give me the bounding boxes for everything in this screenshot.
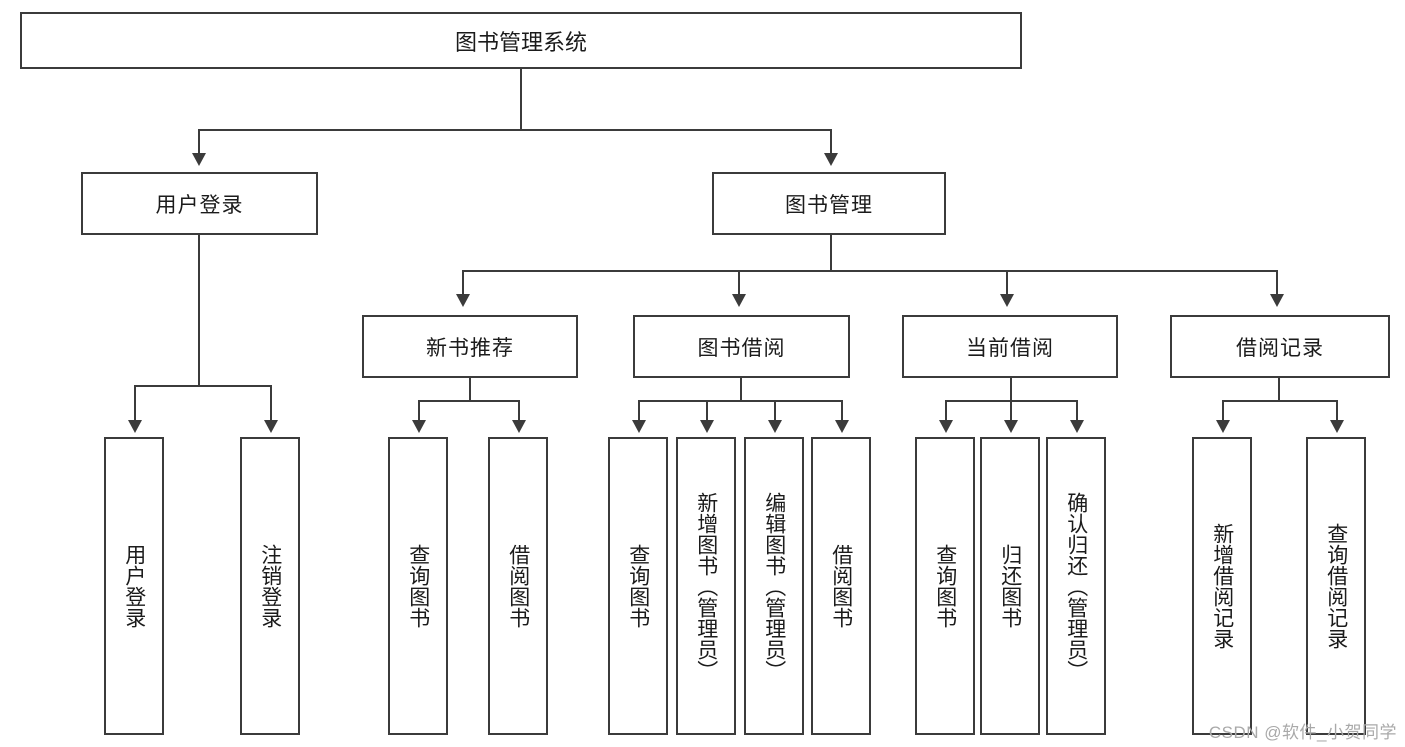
leaf-add-book-admin[interactable]: 新增图书（管理员） bbox=[676, 437, 736, 735]
connector-book-borrow-stem bbox=[740, 378, 742, 402]
node-borrow-record[interactable]: 借阅记录 bbox=[1170, 315, 1390, 378]
leaf-borrow-book-recommend[interactable]: 借阅图书 bbox=[488, 437, 548, 735]
connector-root-bus bbox=[198, 129, 832, 131]
connector-to-new-book-recommend bbox=[462, 270, 464, 296]
node-label: 借阅图书 bbox=[829, 544, 853, 628]
connector-current-borrow-leaf-2 bbox=[1010, 400, 1012, 422]
node-label: 借阅图书 bbox=[506, 544, 530, 628]
leaf-return-book[interactable]: 归还图书 bbox=[980, 437, 1040, 735]
connector-book-borrow-leaf-2 bbox=[706, 400, 708, 422]
node-label: 图书管理系统 bbox=[454, 29, 587, 55]
arrow-to-current-borrow bbox=[1000, 294, 1014, 307]
arrow-book-borrow-leaf-1 bbox=[632, 420, 646, 433]
leaf-query-book-recommend[interactable]: 查询图书 bbox=[388, 437, 448, 735]
node-label: 新增借阅记录 bbox=[1210, 523, 1234, 649]
node-book-management[interactable]: 图书管理 bbox=[712, 172, 946, 235]
arrow-to-borrow-record bbox=[1270, 294, 1284, 307]
arrow-user-login-leaf-1 bbox=[128, 420, 142, 433]
connector-level3-bus bbox=[462, 270, 1278, 272]
node-label: 当前借阅 bbox=[966, 336, 1054, 360]
connector-root-to-user-login bbox=[198, 129, 200, 155]
connector-borrow-record-leaf-2 bbox=[1336, 400, 1338, 422]
connector-user-login-stem bbox=[198, 235, 200, 387]
connector-user-login-leaf-1 bbox=[134, 385, 136, 422]
node-current-borrow[interactable]: 当前借阅 bbox=[902, 315, 1118, 378]
connector-book-management-stem bbox=[830, 235, 832, 272]
connector-book-borrow-leaf-4 bbox=[841, 400, 843, 422]
leaf-confirm-return-admin[interactable]: 确认归还（管理员） bbox=[1046, 437, 1106, 735]
arrow-new-book-leaf-2 bbox=[512, 420, 526, 433]
leaf-query-book-current[interactable]: 查询图书 bbox=[915, 437, 975, 735]
node-label: 借阅记录 bbox=[1236, 336, 1324, 360]
arrow-current-borrow-leaf-2 bbox=[1004, 420, 1018, 433]
arrow-user-login-leaf-2 bbox=[264, 420, 278, 433]
arrow-book-borrow-leaf-4 bbox=[835, 420, 849, 433]
connector-current-borrow-leaf-3 bbox=[1076, 400, 1078, 422]
connector-to-borrow-record bbox=[1276, 270, 1278, 296]
node-label: 新书推荐 bbox=[426, 336, 514, 360]
arrow-current-borrow-leaf-1 bbox=[939, 420, 953, 433]
connector-to-current-borrow bbox=[1006, 270, 1008, 296]
connector-root-to-book-management bbox=[830, 129, 832, 155]
connector-borrow-record-leaf-1 bbox=[1222, 400, 1224, 422]
csdn-watermark: CSDN @软件_小贺同学 bbox=[1208, 723, 1397, 742]
arrow-book-borrow-leaf-2 bbox=[700, 420, 714, 433]
leaf-add-borrow-record[interactable]: 新增借阅记录 bbox=[1192, 437, 1252, 735]
node-label: 查询图书 bbox=[406, 544, 430, 628]
connector-book-borrow-leaf-3 bbox=[774, 400, 776, 422]
node-label: 图书管理 bbox=[785, 193, 873, 217]
arrow-to-book-borrow bbox=[732, 294, 746, 307]
arrow-to-user-login bbox=[192, 153, 206, 166]
node-user-login[interactable]: 用户登录 bbox=[81, 172, 318, 235]
node-label: 查询借阅记录 bbox=[1324, 523, 1348, 649]
connector-current-borrow-stem bbox=[1010, 378, 1012, 402]
arrow-current-borrow-leaf-3 bbox=[1070, 420, 1084, 433]
leaf-query-book-borrow[interactable]: 查询图书 bbox=[608, 437, 668, 735]
node-label: 确认归还（管理员） bbox=[1064, 491, 1088, 681]
connector-root-stem bbox=[520, 69, 522, 130]
arrow-to-book-management bbox=[824, 153, 838, 166]
node-root-library-management-system[interactable]: 图书管理系统 bbox=[20, 12, 1022, 69]
arrow-book-borrow-leaf-3 bbox=[768, 420, 782, 433]
node-label: 编辑图书（管理员） bbox=[762, 491, 786, 681]
node-book-borrow[interactable]: 图书借阅 bbox=[633, 315, 850, 378]
node-label: 用户登录 bbox=[122, 544, 146, 628]
connector-borrow-record-bus bbox=[1222, 400, 1338, 402]
node-new-book-recommend[interactable]: 新书推荐 bbox=[362, 315, 578, 378]
connector-to-book-borrow bbox=[738, 270, 740, 296]
node-label: 查询图书 bbox=[933, 544, 957, 628]
arrow-borrow-record-leaf-1 bbox=[1216, 420, 1230, 433]
node-label: 查询图书 bbox=[626, 544, 650, 628]
node-label: 新增图书（管理员） bbox=[694, 491, 718, 681]
connector-user-login-bus bbox=[134, 385, 272, 387]
connector-book-borrow-leaf-1 bbox=[638, 400, 640, 422]
connector-borrow-record-stem bbox=[1278, 378, 1280, 402]
node-label: 归还图书 bbox=[998, 544, 1022, 628]
connector-current-borrow-leaf-1 bbox=[945, 400, 947, 422]
leaf-user-login[interactable]: 用户登录 bbox=[104, 437, 164, 735]
arrow-new-book-leaf-1 bbox=[412, 420, 426, 433]
leaf-borrow-book[interactable]: 借阅图书 bbox=[811, 437, 871, 735]
leaf-logout[interactable]: 注销登录 bbox=[240, 437, 300, 735]
leaf-edit-book-admin[interactable]: 编辑图书（管理员） bbox=[744, 437, 804, 735]
node-label: 图书借阅 bbox=[697, 336, 786, 360]
arrow-to-new-book-recommend bbox=[456, 294, 470, 307]
node-label: 用户登录 bbox=[155, 193, 244, 217]
connector-user-login-leaf-2 bbox=[270, 385, 272, 422]
arrow-borrow-record-leaf-2 bbox=[1330, 420, 1344, 433]
connector-book-borrow-bus bbox=[638, 400, 843, 402]
connector-new-book-bus bbox=[418, 400, 520, 402]
connector-new-book-leaf-1 bbox=[418, 400, 420, 422]
connector-new-book-leaf-2 bbox=[518, 400, 520, 422]
leaf-query-borrow-record[interactable]: 查询借阅记录 bbox=[1306, 437, 1366, 735]
node-label: 注销登录 bbox=[258, 544, 282, 628]
connector-new-book-stem bbox=[469, 378, 471, 402]
